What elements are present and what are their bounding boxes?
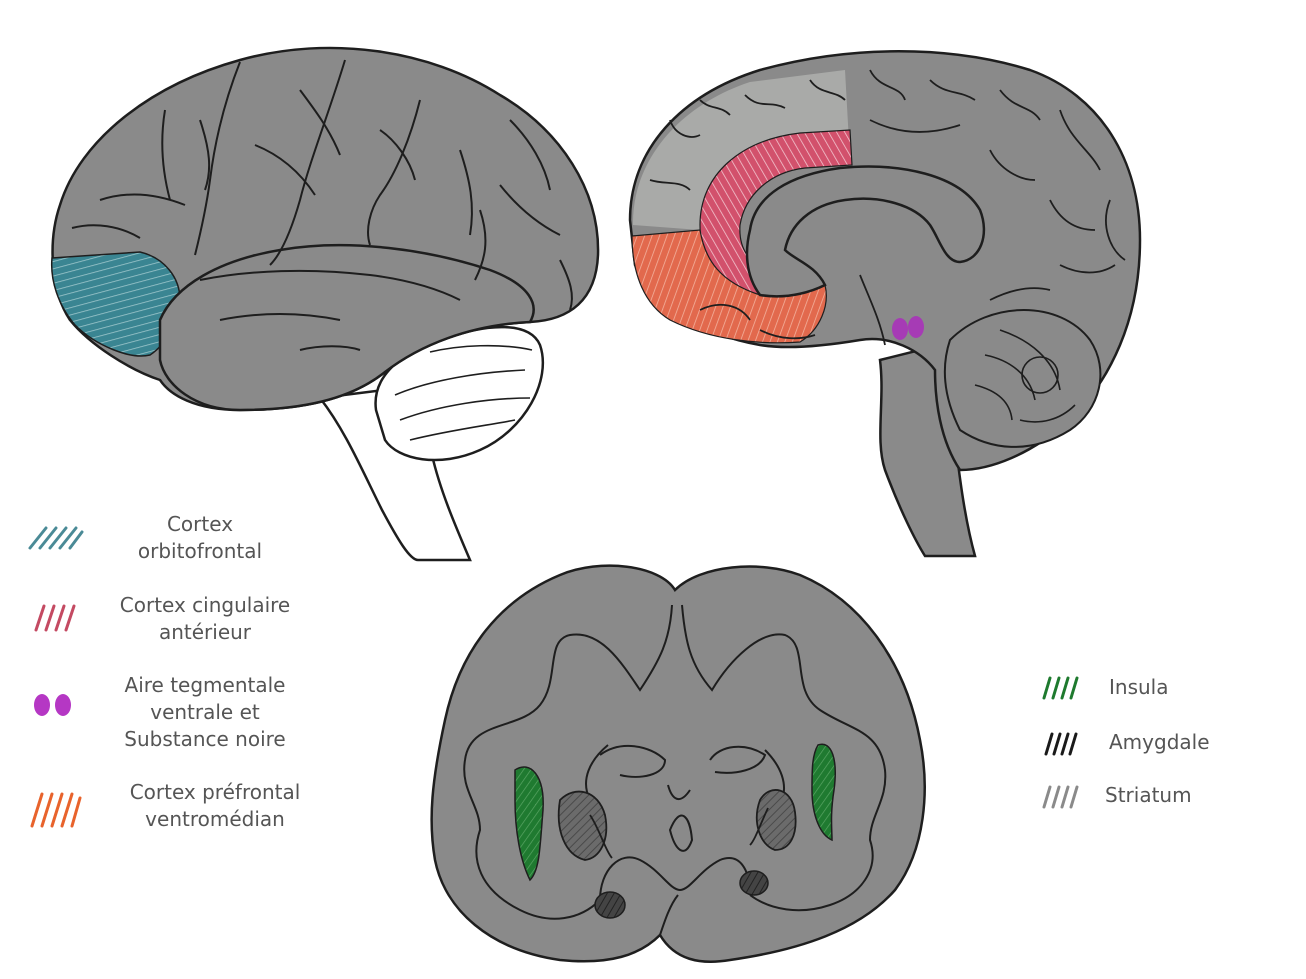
amygdala-left <box>594 891 626 919</box>
vmpfc-legend-icon <box>30 792 82 828</box>
medial-brain-view <box>628 50 1142 558</box>
vta-legend-label: Aire tegmentale ventrale et Substance no… <box>124 673 286 751</box>
striatum-legend-label: Striatum <box>1105 783 1192 807</box>
vmpfc-region <box>631 229 827 344</box>
corpus-callosum <box>745 165 986 298</box>
insula-legend-label: Insula <box>1109 675 1169 699</box>
vmpfc-legend-label: Cortex préfrontal ventromédian <box>129 780 301 831</box>
insula-legend-icon <box>1042 676 1079 700</box>
ofc-legend-label: Cortex orbitofrontal <box>137 512 263 563</box>
acc-legend-icon <box>34 604 76 632</box>
insula-right <box>811 743 836 842</box>
striatum-legend-icon <box>1042 785 1079 809</box>
insula-left <box>514 766 544 882</box>
coronal-brain-view <box>430 564 926 963</box>
amygdala-legend-label: Amygdale <box>1109 730 1210 754</box>
acc-legend-label: Cortex cingulaire antérieur <box>119 593 291 644</box>
ofc-region <box>50 251 181 357</box>
striatum-right <box>755 789 797 851</box>
striatum-left <box>557 790 608 861</box>
vta-dot-right <box>908 316 924 338</box>
vta-dot-left <box>892 318 908 340</box>
amygdala-legend-icon <box>1044 732 1078 756</box>
lateral-brain-view <box>50 46 600 562</box>
vta-legend-icon <box>34 694 71 716</box>
amygdala-right <box>739 870 769 896</box>
ofc-legend-icon <box>28 526 84 550</box>
